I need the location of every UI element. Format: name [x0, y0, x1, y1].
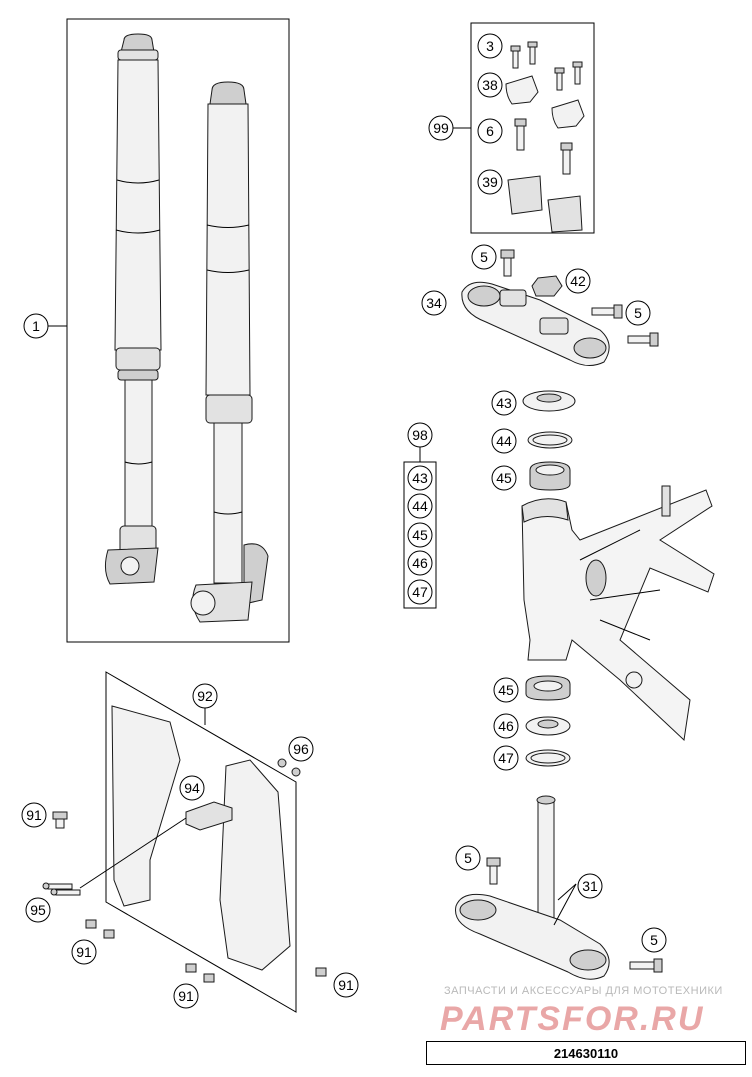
handlebar-screws-3 [510, 41, 583, 91]
callout-5-lower: 5 [455, 845, 481, 871]
callout-kit-47-label: 47 [412, 584, 428, 600]
fork-assembly-border [66, 18, 290, 643]
callout-5-right-label: 5 [634, 305, 642, 321]
frame [521, 485, 715, 742]
callout-5-right: 5 [625, 300, 651, 326]
callout-kit-45-label: 45 [412, 527, 428, 543]
watermark: ЗАПЧАСТИ И АКСЕССУАРЫ ДЛЯ МОТОТЕХНИКИ PA… [440, 985, 723, 1038]
lower-triple-clamp [455, 795, 663, 980]
callout-96: 96 [288, 736, 314, 762]
callout-46-label: 46 [498, 718, 514, 734]
callout-95: 95 [25, 897, 51, 923]
callout-91-bottom-left: 91 [71, 939, 97, 965]
callout-91-left-label: 91 [26, 807, 42, 823]
callout-5-top-label: 5 [480, 249, 488, 265]
callout-43: 43 [491, 390, 517, 416]
callout-43-label: 43 [496, 395, 512, 411]
callout-kit-43: 43 [407, 465, 433, 491]
callout-45-bottom: 45 [493, 677, 519, 703]
fork-protector-border [105, 671, 297, 1013]
bearing-kit-border [403, 461, 437, 609]
callout-kit-47: 47 [407, 579, 433, 605]
callout-91-right-label: 91 [338, 977, 354, 993]
callout-5-lower-label: 5 [464, 850, 472, 866]
callout-91-right: 91 [333, 972, 359, 998]
steering-stem [537, 799, 555, 931]
lower-clamp-39-left [507, 175, 543, 215]
callout-1-label: 1 [32, 318, 40, 334]
callout-39-label: 39 [482, 174, 498, 190]
callout-34: 34 [421, 290, 447, 316]
callout-6-label: 6 [486, 123, 494, 139]
fork-guard-right [219, 759, 291, 971]
callout-38: 38 [477, 72, 503, 98]
callout-44: 44 [491, 428, 517, 454]
callout-1: 1 [23, 313, 49, 339]
callout-45-bottom-label: 45 [498, 682, 514, 698]
callout-91-bottom-mid: 91 [173, 983, 199, 1009]
callout-kit-46-label: 46 [412, 555, 428, 571]
handlebar-kit-panel [453, 22, 595, 234]
callout-92-label: 92 [197, 688, 213, 704]
callout-44-label: 44 [496, 433, 512, 449]
callout-34-label: 34 [426, 295, 442, 311]
callout-kit-44-label: 44 [412, 498, 428, 514]
callout-5-top: 5 [471, 244, 497, 270]
upper-clamp-38-left [505, 75, 539, 105]
callout-kit-43-label: 43 [412, 470, 428, 486]
watermark-caption: ЗАПЧАСТИ И АКСЕССУАРЫ ДЛЯ МОТОТЕХНИКИ [444, 985, 723, 997]
callout-91-bottom-left-label: 91 [76, 944, 92, 960]
fork-assembly-panel [48, 18, 290, 643]
right-fork-leg [190, 81, 269, 623]
callout-kit-46: 46 [407, 550, 433, 576]
callout-kit-45: 45 [407, 522, 433, 548]
callout-38-label: 38 [482, 77, 498, 93]
bearing-kit-panel [403, 447, 437, 609]
lower-clamp-39-right [547, 195, 583, 233]
callout-91-bottom-mid-label: 91 [178, 988, 194, 1004]
upper-clamp-38-right [551, 99, 585, 129]
callout-42: 42 [565, 268, 591, 294]
callout-98-label: 98 [412, 427, 428, 443]
drawing-number-box: 214630110 [426, 1041, 746, 1065]
fork-guard-clip-94 [185, 801, 233, 831]
callout-39: 39 [477, 169, 503, 195]
callout-96-label: 96 [293, 741, 309, 757]
drawing-number: 214630110 [553, 1045, 619, 1061]
callout-45-top-label: 45 [496, 470, 512, 486]
callout-47: 47 [493, 745, 519, 771]
callout-46: 46 [493, 713, 519, 739]
fork-protector-panel [42, 671, 327, 1013]
callout-5-lower-right-label: 5 [650, 932, 658, 948]
callout-31-label: 31 [582, 878, 598, 894]
callout-98: 98 [407, 422, 433, 448]
watermark-logo: PARTSFOR.RU [440, 1000, 704, 1038]
callout-45-top: 45 [491, 465, 517, 491]
left-fork-leg [104, 33, 162, 585]
callout-31: 31 [577, 873, 603, 899]
callout-6: 6 [477, 118, 503, 144]
fork-guard-left [111, 705, 181, 907]
headset-parts-bottom [525, 675, 571, 767]
callout-5-lower-right: 5 [641, 927, 667, 953]
upper-triple-clamp [461, 249, 659, 366]
callout-99: 99 [428, 115, 454, 141]
callout-91-left: 91 [21, 802, 47, 828]
callout-3-label: 3 [486, 38, 494, 54]
callout-92: 92 [192, 683, 218, 709]
callout-47-label: 47 [498, 750, 514, 766]
headset-parts-top [522, 390, 576, 491]
callout-94-label: 94 [184, 780, 200, 796]
callout-99-label: 99 [433, 120, 449, 136]
callout-94: 94 [179, 775, 205, 801]
callout-3: 3 [477, 33, 503, 59]
callout-42-label: 42 [570, 273, 586, 289]
callout-kit-44: 44 [407, 493, 433, 519]
callout-95-label: 95 [30, 902, 46, 918]
steering-nut-42 [531, 275, 563, 297]
